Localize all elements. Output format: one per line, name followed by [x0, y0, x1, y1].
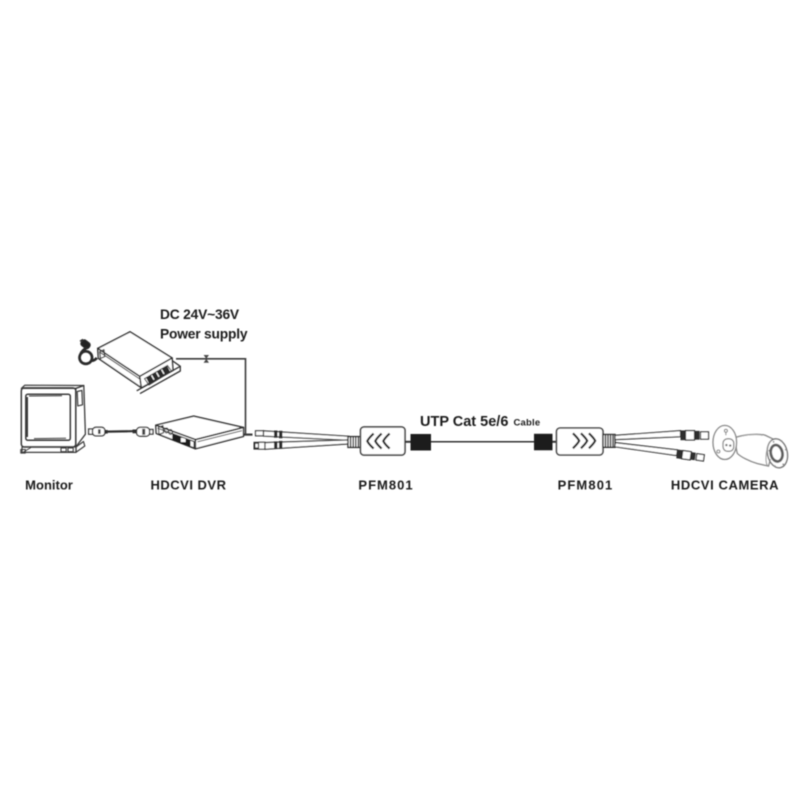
svg-text:HDCVI CAMERA: HDCVI CAMERA — [671, 477, 779, 492]
svg-text:Power supply: Power supply — [160, 326, 248, 341]
svg-text:PFM801: PFM801 — [358, 477, 413, 492]
svg-text:DC 24V~36V: DC 24V~36V — [160, 307, 240, 322]
svg-text:UTP Cat 5e/6: UTP Cat 5e/6 — [420, 414, 508, 430]
svg-text:Cable: Cable — [514, 417, 541, 428]
svg-text:PFM801: PFM801 — [558, 477, 614, 492]
svg-text:Monitor: Monitor — [25, 477, 73, 492]
svg-text:HDCVI DVR: HDCVI DVR — [150, 477, 226, 492]
